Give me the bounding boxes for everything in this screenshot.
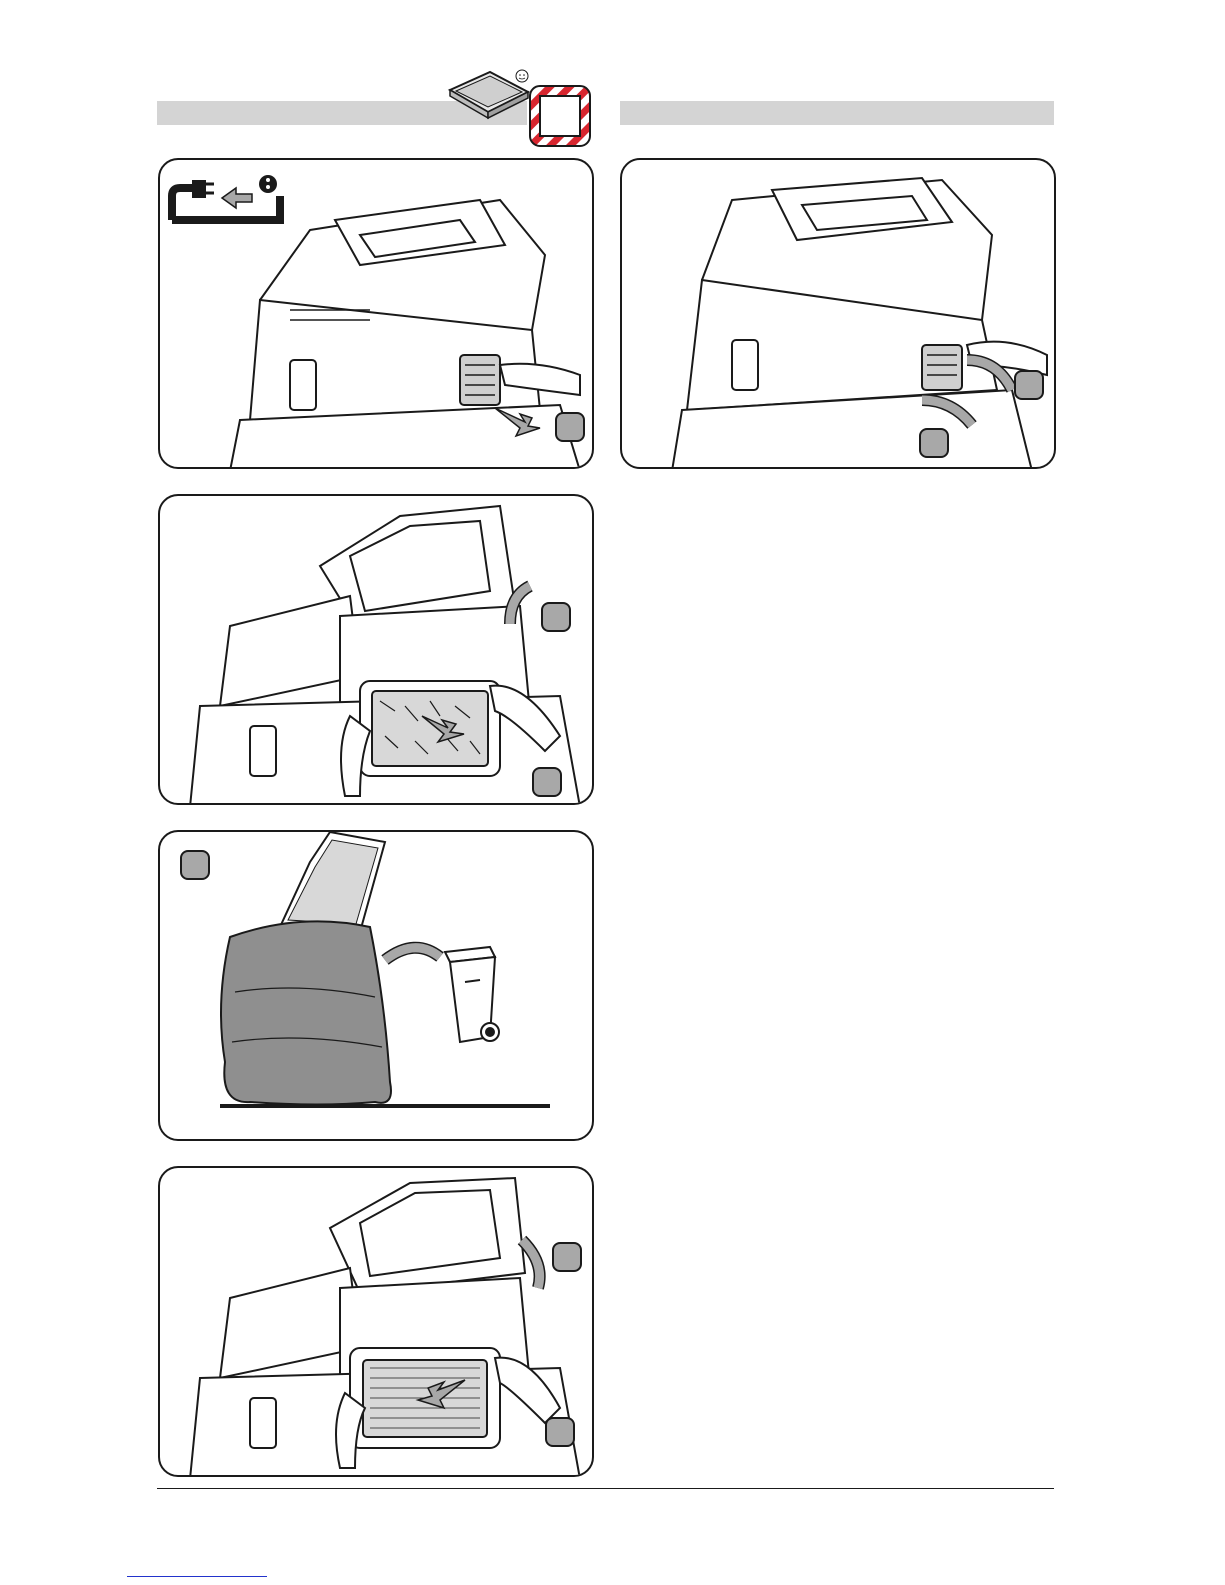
- step-bag-and-dispose: [158, 830, 594, 1141]
- step-marker-8: [545, 1417, 575, 1447]
- step-marker-6: [180, 850, 210, 880]
- step-marker-1: [555, 412, 585, 442]
- step-marker-7: [552, 1242, 582, 1272]
- step-marker-5: [532, 767, 562, 797]
- step-open-lid-remove-filter: [158, 494, 594, 805]
- step-refit-cover: [620, 158, 1056, 469]
- right-section-header-bar: [620, 101, 1054, 125]
- vacuum-remove-filter-illustration: [160, 496, 594, 805]
- step-marker-4: [541, 602, 571, 632]
- footer-rule: [157, 1488, 1054, 1489]
- used-filter-in-bag: [221, 832, 391, 1105]
- vacuum-insert-filter-illustration: [160, 1168, 594, 1477]
- vacuum-side-cover-illustration: [160, 160, 594, 469]
- hepa-filter-smiley-icon: [444, 66, 534, 124]
- bag-dispose-illustration: [160, 832, 594, 1141]
- hazard-frame-icon: [528, 84, 592, 148]
- bottom-link[interactable]: [127, 1576, 267, 1577]
- step-marker-2: [1014, 370, 1044, 400]
- vacuum-refit-cover-illustration: [622, 160, 1056, 469]
- unplug-icon: [172, 175, 280, 220]
- step-marker-3: [919, 428, 949, 458]
- waste-bin-icon: [445, 947, 499, 1042]
- step-unplug-remove-cover: [158, 158, 594, 469]
- step-insert-new-filter-close-lid: [158, 1166, 594, 1477]
